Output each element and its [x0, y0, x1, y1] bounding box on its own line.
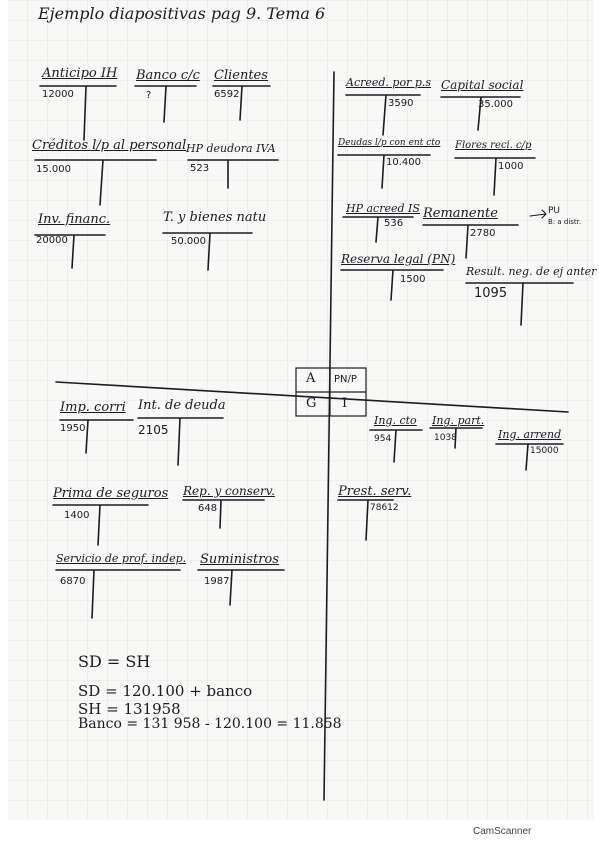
account-invfinanc-value: 20000 [36, 235, 68, 246]
account-deudaslp-name: Deudas l/p con ent cto [338, 138, 441, 148]
grid-a: A [306, 371, 316, 386]
account-anticipo-name: Anticipo IH [42, 66, 118, 81]
formula-line-4: Banco = 131 958 - 120.100 = 11.858 [78, 716, 342, 732]
account-clientes-name: Clientes [214, 68, 268, 83]
notebook-page: Ejemplo diapositivas pag 9. Tema 6 Antic… [8, 0, 597, 837]
account-intdeuda-name: Int. de deuda [138, 398, 226, 413]
account-resultneg-value: 1095 [474, 286, 508, 301]
grid-g: G [306, 396, 317, 411]
grid-i: I [342, 396, 348, 411]
account-reservalegal-name: Reserva legal (PN) [341, 252, 456, 266]
account-ingarrend-name: Ing. arrend [498, 428, 562, 441]
account-remanente-value: 2780 [470, 228, 496, 239]
account-anticipo-value: 12000 [42, 89, 74, 100]
account-creditos-name: Créditos l/p al personal [32, 138, 187, 153]
grid-pnp: PN/P [334, 374, 357, 385]
account-banco-name: Banco c/c [136, 68, 200, 83]
account-capital-name: Capital social [441, 78, 524, 92]
camscanner-watermark: CamScanner [473, 826, 532, 837]
account-capital-value: 35.000 [478, 99, 513, 110]
account-flores-value: 1000 [498, 161, 524, 172]
account-intdeuda-value: 2105 [138, 423, 169, 437]
account-clientes-value: 6592 [214, 89, 240, 100]
account-resultneg-name: Result. neg. de ej anter [466, 265, 597, 278]
page-title: Ejemplo diapositivas pag 9. Tema 6 [38, 4, 326, 23]
account-ingarrend-value: 15000 [530, 446, 559, 456]
account-creditos-value: 15.000 [36, 164, 71, 175]
account-ingcto-name: Ing. cto [374, 414, 417, 427]
account-reservalegal-value: 1500 [400, 274, 426, 285]
account-deudaslp-value: 10.400 [386, 157, 421, 168]
account-repconserv-value: 648 [198, 503, 218, 514]
formula-line-3: SH = 131958 [78, 700, 181, 718]
account-hpdeudora-value: 523 [190, 163, 210, 174]
account-prestserv-value: 78612 [370, 503, 399, 513]
formula-line-1: SD = SH [78, 652, 151, 671]
account-hpacreed-value: 536 [384, 218, 404, 229]
account-servprof-name: Servicio de prof. indep. [56, 552, 187, 565]
account-banco-value: ? [146, 90, 152, 101]
account-remanente-name: Remanente [423, 206, 498, 221]
account-servprof-value: 6870 [60, 576, 86, 587]
account-invfinanc-name: Inv. financ. [38, 212, 111, 227]
account-acreed-name: Acreed. por p.s [346, 76, 432, 89]
ink-lines [34, 71, 574, 801]
remanente-note: PU [548, 206, 561, 216]
account-impcorri-value: 1950 [60, 423, 86, 434]
account-suministros-name: Suministros [200, 552, 279, 567]
account-tybienes-value: 50.000 [171, 236, 206, 247]
account-flores-name: Flores reci. c/p [455, 140, 532, 151]
formula-line-2: SD = 120.100 + banco [78, 682, 253, 700]
account-hpdeudora-name: HP deudora IVA [186, 142, 276, 155]
account-ingcto-value: 954 [374, 434, 392, 444]
account-prestserv-name: Prest. serv. [338, 484, 412, 499]
account-primaseguros-name: Prima de seguros [53, 486, 169, 501]
account-ingpart-value: 1038 [434, 433, 457, 443]
account-repconserv-name: Rep. y conserv. [183, 484, 275, 498]
account-acreed-value: 3590 [388, 98, 414, 109]
account-suministros-value: 1987 [204, 576, 230, 587]
account-hpacreed-name: HP acreed IS [346, 202, 420, 215]
account-ingpart-name: Ing. part. [432, 414, 485, 427]
account-tybienes-name: T. y bienes natu [163, 210, 267, 225]
account-impcorri-name: Imp. corri [60, 400, 126, 415]
account-primaseguros-value: 1400 [64, 510, 90, 521]
remanente-note-2: B: a distr. [548, 218, 582, 226]
